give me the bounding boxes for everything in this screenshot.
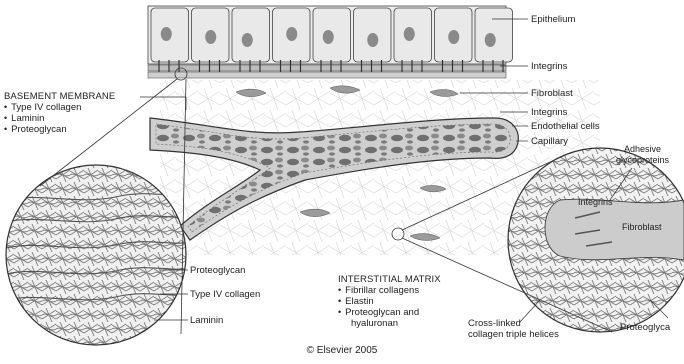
cell-nucleus (323, 30, 334, 44)
label-type-iv-collagen: Type IV collagen (190, 289, 260, 300)
interstitial-matrix-list: Fibrillar collagens Elastin Proteoglycan… (338, 285, 441, 329)
label-endothelial-cells: Endothelial cells (531, 121, 600, 132)
label-adhesive-line-1: Adhesive (616, 144, 669, 155)
list-item: Proteoglycan and (338, 307, 441, 318)
label-inset-fibroblast: Fibroblast (622, 222, 662, 233)
label-adhesive-glycoproteins: Adhesive glycoproteins (616, 144, 669, 166)
cell-nucleus (404, 27, 415, 41)
epithelium-layer (148, 6, 513, 78)
label-integrins-2: Integrins (531, 107, 567, 118)
list-item-continuation: hyaluronan (338, 318, 441, 329)
list-item: Proteoglycan (4, 124, 115, 135)
basement-membrane-heading: BASEMENT MEMBRANE (4, 91, 115, 102)
cell-nucleus (367, 33, 378, 47)
label-cross-linked-collagen: Cross-linked collagen triple helices (468, 318, 559, 340)
list-item: Elastin (338, 296, 441, 307)
list-item: Laminin (4, 113, 115, 124)
label-integrins: Integrins (531, 61, 567, 72)
interstitial-matrix-heading: INTERSTITIAL MATRIX (338, 274, 441, 285)
cell-nucleus (448, 30, 459, 44)
label-fibroblast: Fibroblast (531, 88, 573, 99)
label-laminin: Laminin (190, 315, 223, 326)
label-epithelium: Epithelium (531, 14, 575, 25)
cell-nucleus (286, 27, 297, 41)
label-capillary: Capillary (531, 136, 568, 147)
cell-nucleus (205, 30, 216, 44)
interstitial-matrix-block: INTERSTITIAL MATRIX Fibrillar collagens … (338, 274, 441, 329)
label-proteoglycan-left: Proteoglycan (190, 265, 245, 276)
basement-membrane-list: Type IV collagen Laminin Proteoglycan (4, 102, 115, 135)
label-proteoglycan-right: Proteoglyca (620, 322, 670, 333)
cell-nucleus (242, 33, 253, 47)
copyright: © Elsevier 2005 (0, 345, 684, 356)
label-inset-integrins: Integrins (578, 197, 613, 208)
cell-nucleus (485, 33, 496, 47)
list-item: Type IV collagen (4, 102, 115, 113)
list-item: Fibrillar collagens (338, 285, 441, 296)
label-adhesive-line-2: glycoproteins (616, 155, 669, 166)
label-crosslinked-line-2: collagen triple helices (468, 329, 559, 340)
basement-membrane-block: BASEMENT MEMBRANE Type IV collagen Lamin… (4, 91, 115, 135)
cell-nucleus (161, 27, 172, 41)
label-crosslinked-line-1: Cross-linked (468, 318, 559, 329)
